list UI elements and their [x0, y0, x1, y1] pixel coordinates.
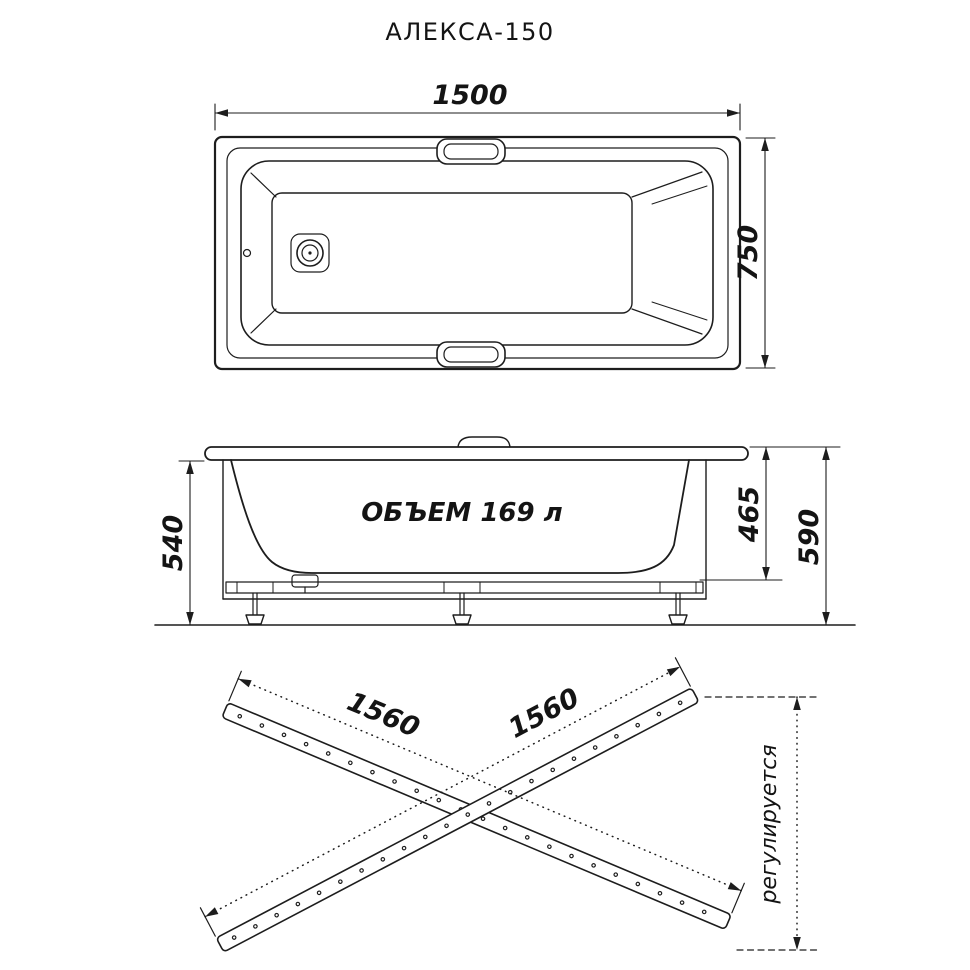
dim-540-label: 540	[158, 515, 189, 571]
dim-adjustable: регулируется	[704, 696, 819, 951]
dimension-line	[204, 665, 681, 918]
rim-headrest-profile	[457, 436, 511, 448]
drain-siphon	[291, 574, 319, 594]
apron-panel	[222, 459, 707, 600]
dim-height-590: 590	[794, 446, 830, 626]
dim-height-465: 465	[699, 446, 783, 581]
dim-height-540: 540	[158, 460, 205, 626]
basin-corner-slopes	[250, 171, 708, 335]
dim-590-label: 590	[794, 509, 825, 565]
grip-bottom	[436, 341, 506, 368]
dim-1560-right-label: 1560	[504, 682, 585, 744]
dim-1500-label: 1500	[432, 80, 507, 111]
shell-profile	[230, 459, 690, 574]
grip-top	[436, 138, 506, 165]
top-view: 1500	[213, 80, 776, 371]
adjustable-label: регулируется	[757, 744, 782, 904]
extension-line	[228, 670, 242, 702]
dim-465-label: 465	[734, 486, 765, 543]
basin-bottom	[271, 192, 633, 314]
extension-line	[674, 657, 691, 687]
side-view: ОБЪЕМ 169 л 540 465 590	[154, 436, 856, 626]
dim-1560-left-label: 1560	[343, 686, 424, 744]
dim-length-1500: 1500	[214, 80, 741, 131]
dim-width-750: 750	[733, 137, 776, 369]
dim-750-label: 750	[733, 225, 764, 281]
overflow-mark	[242, 248, 252, 258]
frame-view: 1560 1560 регулируется	[199, 657, 819, 952]
volume-label: ОБЪЕМ 169 л	[361, 498, 562, 528]
drain	[290, 233, 330, 273]
page-title: АЛЕКСА-150	[385, 18, 554, 46]
basin-opening	[240, 160, 714, 346]
extension-line	[199, 907, 216, 937]
extension-line	[731, 882, 745, 914]
tub-outer-rim	[213, 135, 742, 371]
rim-profile	[204, 446, 749, 461]
adjustable-feet	[245, 592, 688, 625]
